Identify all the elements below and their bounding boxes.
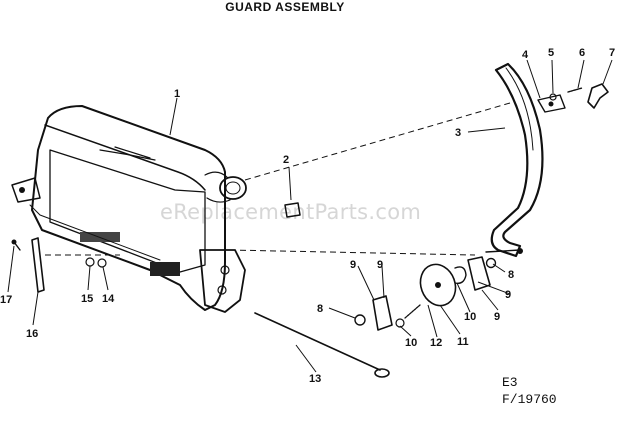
- callout-15: 15: [81, 293, 93, 305]
- callout-9-b: 9: [377, 259, 383, 271]
- callout-10-right: 10: [464, 311, 476, 323]
- callout-10-left: 10: [405, 337, 417, 349]
- callout-9-d: 9: [494, 311, 500, 323]
- callout-1: 1: [174, 88, 180, 100]
- callout-4: 4: [522, 49, 529, 61]
- callout-6: 6: [579, 47, 585, 59]
- callout-2: 2: [283, 154, 289, 166]
- figure-number: F/19760: [502, 392, 557, 407]
- callout-8-right: 8: [508, 269, 514, 281]
- long-rod-part-13: [254, 312, 390, 378]
- callout-9-c: 9: [505, 289, 511, 301]
- lower-hardware-parts: [354, 256, 497, 331]
- left-hardware-parts: [11, 237, 107, 293]
- leader-lines: [7, 59, 613, 373]
- guard-body: [11, 105, 247, 313]
- callout-16: 16: [26, 328, 38, 340]
- callout-labels: 1 2 3 4 5 6 7 8 8 9 9 9 9 10 10 11 12 13…: [0, 47, 615, 385]
- curved-arm-part-3: [485, 62, 544, 258]
- callout-5: 5: [548, 47, 554, 59]
- callout-7: 7: [609, 47, 615, 59]
- callout-9-a: 9: [350, 259, 356, 271]
- callout-14: 14: [102, 293, 115, 305]
- callout-8-left: 8: [317, 303, 323, 315]
- callout-13: 13: [309, 373, 321, 385]
- callout-11: 11: [457, 336, 469, 348]
- callout-17: 17: [0, 294, 12, 306]
- callout-12: 12: [430, 337, 442, 349]
- diagram-title: GUARD ASSEMBLY: [225, 0, 345, 14]
- square-nut-part-2: [284, 202, 301, 218]
- upper-fastener-parts: [537, 83, 609, 113]
- callout-3: 3: [455, 127, 461, 139]
- figure-code: E3: [502, 375, 518, 390]
